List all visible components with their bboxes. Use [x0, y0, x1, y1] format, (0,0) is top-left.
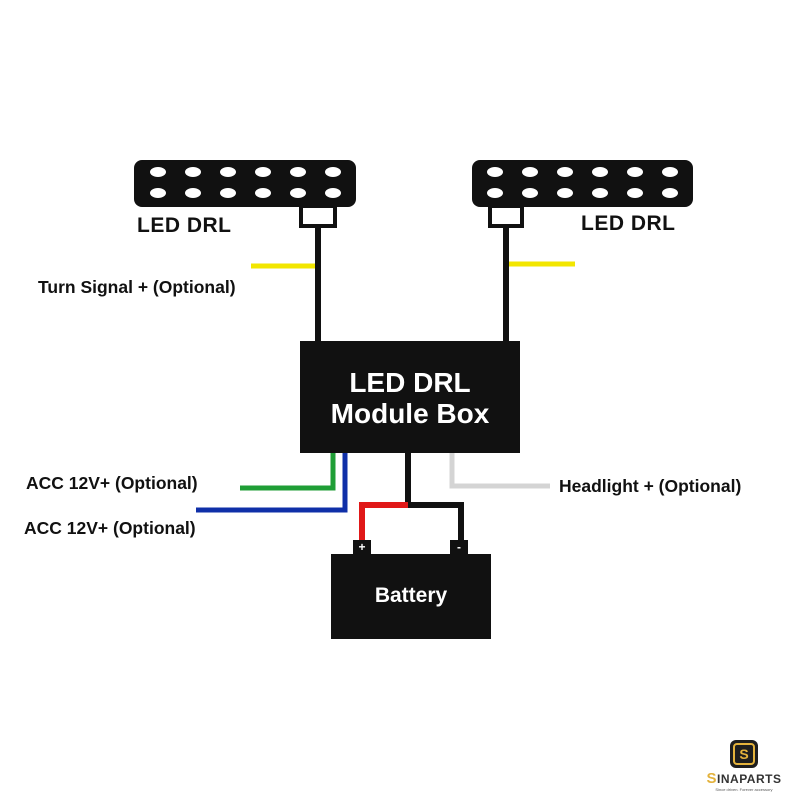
battery-negative-terminal — [450, 540, 468, 554]
left-drl-leds — [150, 167, 341, 198]
acc-green-wire — [240, 453, 336, 491]
module-box-title: LED DRL Module Box — [300, 367, 520, 429]
battery-negative-sign: - — [457, 540, 461, 554]
battery-body — [331, 554, 491, 639]
battery-label: Battery — [374, 584, 448, 607]
module-box-line1: LED DRL — [349, 367, 471, 398]
turn-signal-label: Turn Signal + (Optional) — [38, 277, 236, 297]
negative-wire — [408, 502, 464, 543]
right-drl-lamp — [472, 160, 693, 228]
logo-name: SINAPARTS — [706, 770, 782, 787]
battery-positive-sign: + — [358, 540, 365, 554]
battery: + - — [331, 540, 491, 639]
headlight-label: Headlight + (Optional) — [559, 476, 742, 496]
right-drl-label: LED DRL — [581, 212, 676, 235]
right-drl-leds — [487, 167, 678, 198]
module-box — [300, 341, 520, 453]
logo-tagline: Since driven. Forever accessory — [715, 787, 773, 792]
headlight-wire — [449, 453, 550, 489]
brand-logo: S SINAPARTS Since driven. Forever access… — [696, 740, 792, 792]
left-drl-connector — [299, 204, 337, 228]
battery-positive-terminal — [353, 540, 371, 554]
acc-green-label: ACC 12V+ (Optional) — [26, 473, 198, 493]
logo-mark-icon: S — [730, 740, 758, 768]
acc-blue-label: ACC 12V+ (Optional) — [24, 518, 196, 538]
module-box-line2: Module Box — [330, 398, 490, 429]
left-drl-label: LED DRL — [137, 214, 232, 237]
right-drl-connector — [488, 204, 524, 228]
acc-blue-wire — [196, 453, 348, 513]
positive-wire — [359, 502, 408, 543]
